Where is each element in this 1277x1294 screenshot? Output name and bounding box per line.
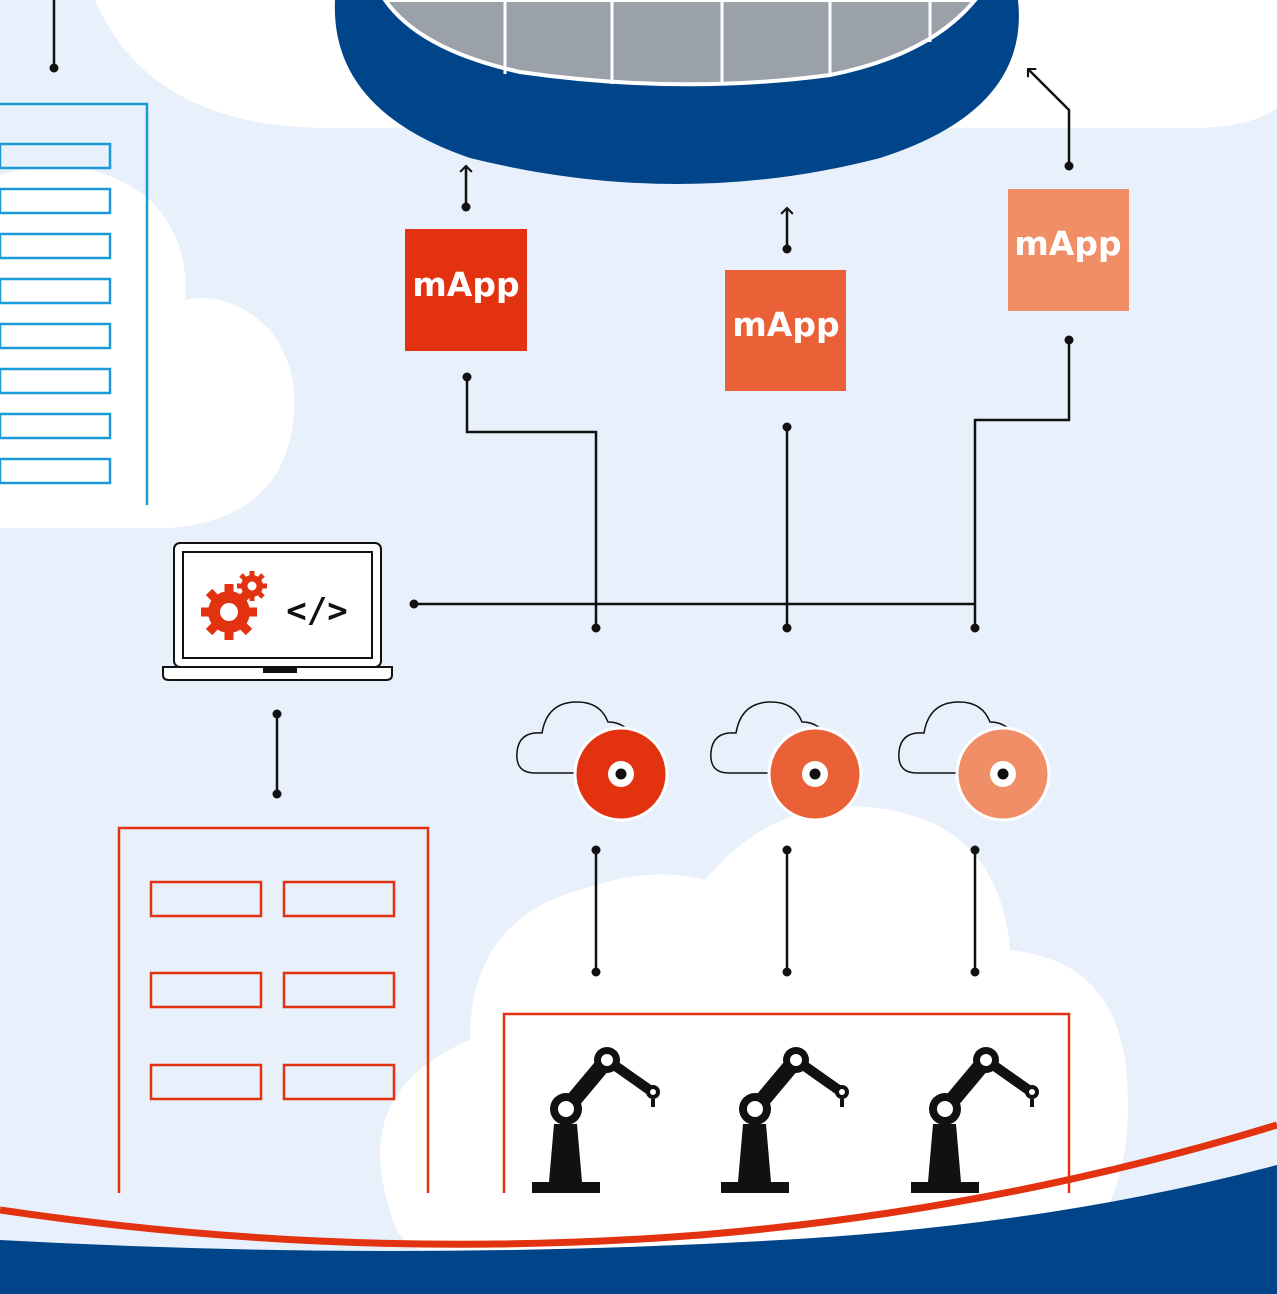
mapp-box: mApp (1008, 189, 1129, 311)
cloud-outline-icon (516, 701, 629, 774)
mapp-box: mApp (405, 229, 527, 351)
bottom-navy-wave (0, 1165, 1277, 1294)
cloud-outline-icon (898, 701, 1011, 774)
robot-arm-icon (911, 1047, 1039, 1193)
robot-arm-icon (721, 1047, 849, 1193)
server-rack-red (117, 826, 430, 1193)
cloud-outline-icon (710, 701, 823, 774)
service-node (898, 701, 1051, 822)
mapp-box: mApp (725, 270, 846, 391)
database-icon (334, 0, 1019, 184)
mapp-label: mApp (732, 305, 839, 344)
mapp-box-bg (1008, 189, 1129, 311)
robot-arm-icon (532, 1047, 660, 1193)
bottom-red-wave (0, 1121, 1277, 1248)
mapp-label: mApp (1014, 224, 1121, 263)
factory-frame (502, 1012, 1071, 1193)
service-node (516, 701, 669, 822)
mapp-box-bg (725, 270, 846, 391)
mapp-box-bg (405, 229, 527, 351)
code-symbol: </> (286, 591, 347, 631)
laptop-icon: </> (162, 542, 393, 681)
mapp-label: mApp (412, 265, 519, 304)
service-node (710, 701, 863, 822)
connector-lines (272, 335, 1074, 977)
gear-icon (201, 571, 267, 640)
server-rack-blue (0, 0, 149, 505)
connector-arrows (459, 67, 1074, 254)
